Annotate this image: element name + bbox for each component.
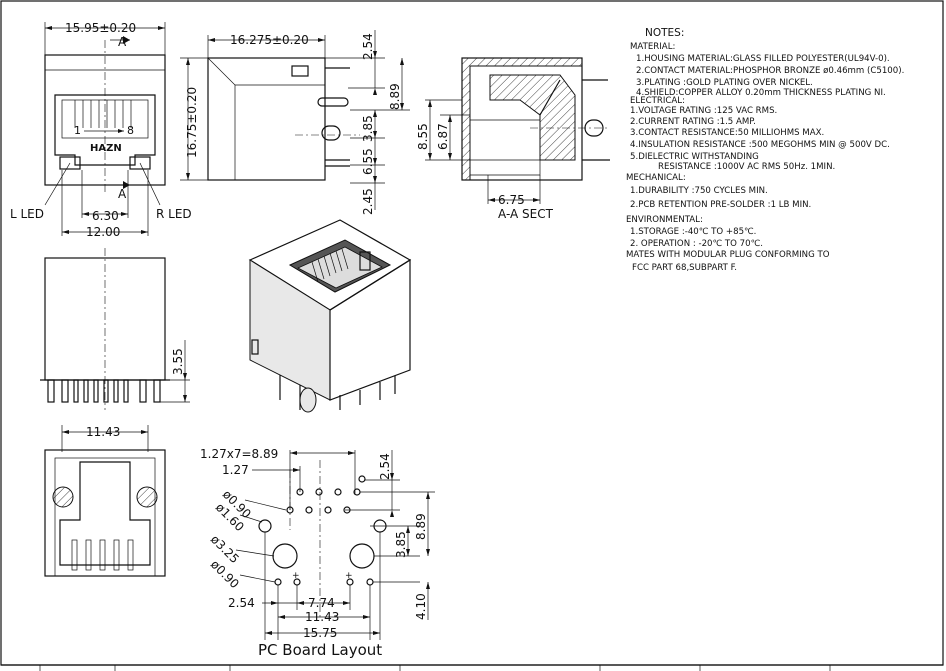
left-led (59, 156, 81, 170)
rear-pins (47, 379, 161, 403)
front-contacts (74, 100, 132, 128)
pin8-label: 8 (127, 124, 134, 137)
environmental-item: 1.STORAGE :-40℃ TO +85℃. (630, 227, 756, 237)
material-item: 1.HOUSING MATERIAL:GLASS FILLED POLYESTE… (636, 54, 890, 64)
pcb-dim-774: 7.74 (308, 596, 335, 610)
side-dim-889: 8.89 (388, 83, 402, 110)
side-dim-655: 6.55 (361, 148, 375, 175)
section-mark-bottom: A (118, 187, 127, 201)
pcb-led-hole-right (349, 543, 375, 569)
pcb-dim-385: 3.85 (394, 531, 408, 558)
section-dim-687: 6.87 (436, 123, 450, 150)
pcb-layout-title: PC Board Layout (258, 641, 382, 659)
pcb-dim-889: 8.89 (414, 513, 428, 540)
section-label: A-A SECT (498, 207, 554, 221)
mates-note: FCC PART 68,SUBPART F. (632, 263, 737, 273)
right-led-label: R LED (156, 207, 192, 221)
section-dim-855: 8.55 (416, 123, 430, 150)
pcb-dim-1143: 11.43 (305, 610, 339, 624)
iso-contacts (311, 248, 349, 283)
pcb-pitch-total: 1.27x7=8.89 (200, 447, 278, 461)
rear-pin-length: 3.55 (171, 348, 185, 375)
pcb-pitch: 1.27 (222, 463, 249, 477)
notes-heading: NOTES: (645, 27, 684, 39)
pcb-dim-1575: 15.75 (303, 626, 337, 640)
section-dim-675: 6.75 (498, 193, 525, 207)
pcb-layout: 1.27x7=8.89 1.27 2.54 ø0.90 (200, 447, 435, 659)
mechanical-heading: MECHANICAL: (626, 173, 686, 183)
pcb-dim-254-left: 2.54 (228, 596, 255, 610)
side-height-dimension: 16.75±0.20 (185, 87, 199, 158)
pcb-dim-410: 4.10 (414, 593, 428, 620)
pcb-led-pin-holes: + + (274, 571, 374, 586)
front-width-dimension: 15.95±0.20 (65, 21, 136, 35)
material-heading: MATERIAL: (630, 42, 675, 52)
isometric-view (248, 219, 412, 413)
pcb-hole-090-bot: ø0.90 (208, 557, 242, 591)
electrical-heading: ELECTRICAL: (630, 96, 685, 106)
notes-block: NOTES: MATERIAL: 1.HOUSING MATERIAL:GLAS… (626, 27, 904, 273)
left-post (52, 486, 74, 508)
bottom-view: 11.43 (44, 425, 166, 577)
material-item: 2.CONTACT MATERIAL:PHOSPHOR BRONZE ø0.46… (636, 66, 904, 76)
electrical-item: 2.CURRENT RATING :1.5 AMP. (630, 117, 756, 127)
electrical-item: 4.INSULATION RESISTANCE :500 MEGOHMS MIN… (630, 140, 890, 150)
environmental-heading: ENVIRONMENTAL: (626, 215, 703, 225)
pin1-label: 1 (74, 124, 81, 137)
mechanical-item: 2.PCB RETENTION PRE-SOLDER :1 LB MIN. (630, 200, 811, 210)
mates-note: MATES WITH MODULAR PLUG CONFORMING TO (626, 250, 830, 260)
electrical-item: 1.VOLTAGE RATING :125 VAC RMS. (630, 106, 777, 116)
led-spacing-dimension: 6.30 (92, 209, 119, 223)
side-dim-254: 2.54 (361, 33, 375, 60)
svg-text:+: + (345, 571, 353, 581)
right-led (129, 156, 151, 170)
side-dim-385: 3.85 (361, 115, 375, 142)
environmental-item: 2. OPERATION : -20℃ TO 70℃. (630, 239, 763, 249)
mechanical-item: 1.DURABILITY :750 CYCLES MIN. (630, 186, 768, 196)
electrical-item: RESISTANCE :1000V AC RMS 50Hz. 1MIN. (658, 162, 835, 172)
side-view: 16.275±0.20 16.75±0.20 2.54 8.89 (180, 30, 410, 215)
bottom-width-dimension: 11.43 (86, 425, 120, 439)
material-item: 4.SHIELD:COPPER ALLOY 0.20mm THICKNESS P… (636, 88, 886, 98)
side-dim-245: 2.45 (361, 188, 375, 215)
electrical-item: 3.CONTACT RESISTANCE:50 MILLIOHMS MAX. (630, 128, 824, 138)
rear-view: 3.55 (40, 248, 190, 410)
section-view: 8.55 6.87 6.75 A-A SECT (416, 57, 610, 221)
brand-label: HAZN (90, 143, 122, 154)
led-span-dimension: 12.00 (86, 225, 120, 239)
pcb-signal-holes (286, 475, 366, 514)
right-post (136, 486, 158, 508)
pcb-dim-254-top: 2.54 (378, 453, 392, 480)
material-item: 3.PLATING :GOLD PLATING OVER NICKEL. (636, 78, 813, 88)
side-depth-dimension: 16.275±0.20 (230, 33, 309, 47)
front-view: 15.95±0.20 A 1 8 HAZN L LED (10, 21, 192, 239)
bottom-pins (71, 539, 134, 571)
left-led-label: L LED (10, 207, 44, 221)
svg-text:+: + (292, 571, 300, 581)
section-mark-top: A (118, 35, 127, 49)
pcb-led-hole-left (272, 543, 298, 569)
electrical-item: 5.DIELECTRIC WITHSTANDING (630, 152, 759, 162)
